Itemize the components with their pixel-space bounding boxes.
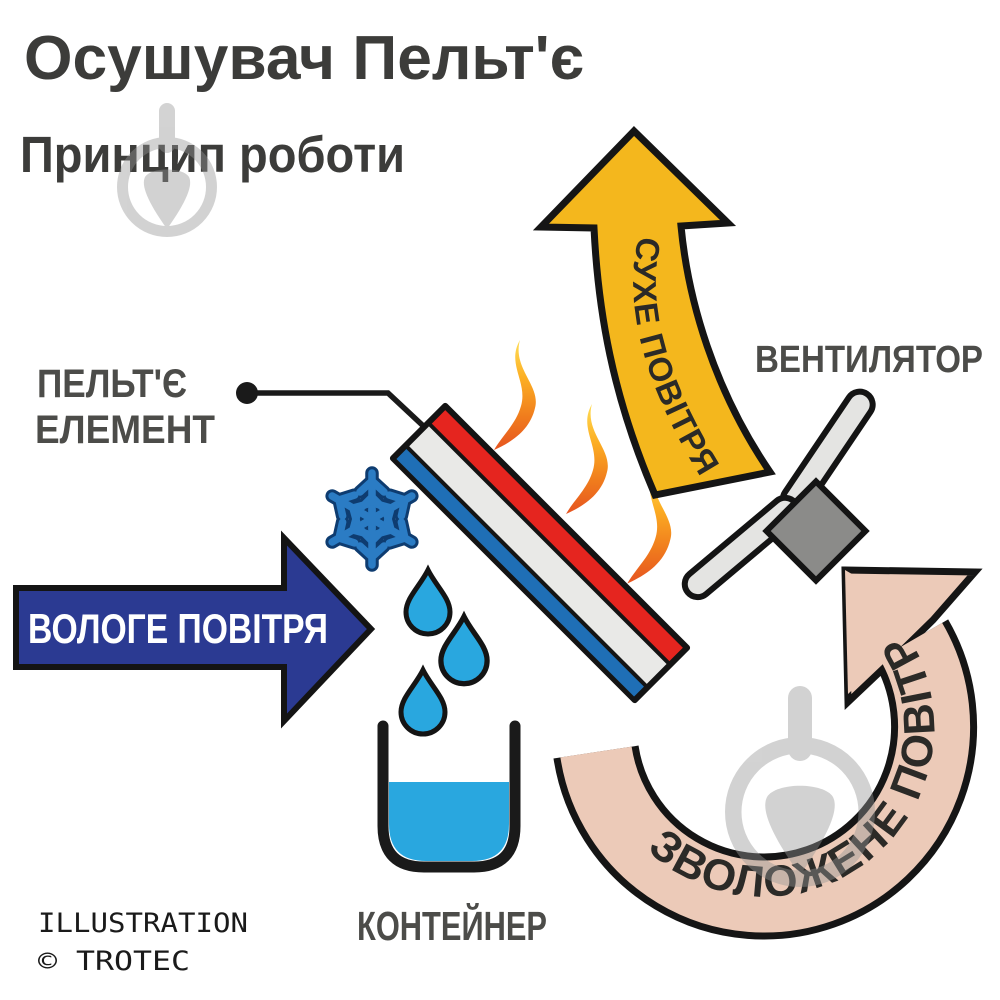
peltier-element xyxy=(389,402,691,704)
humid-air-arrow-label: ВОЛОГЕ ПОВІТРЯ xyxy=(28,605,328,652)
dry-air-arrow: СУХЕ ПОВІТРЯ xyxy=(532,126,776,499)
peltier-label-line2: ЕЛЕМЕНТ xyxy=(35,408,215,452)
water-drop-icon xyxy=(406,570,450,634)
water-drop-icon xyxy=(441,617,487,684)
credit-line2: © TROTEC xyxy=(38,946,190,977)
container-water xyxy=(389,782,509,861)
heat-wave-icon xyxy=(494,340,536,450)
credit-text: ILLUSTRATION © TROTEC xyxy=(38,908,248,977)
heat-wave-icon xyxy=(566,404,608,514)
fan-label: ВЕНТИЛЯТОР xyxy=(755,339,983,381)
humid-air-arrow: ВОЛОГЕ ПОВІТРЯ xyxy=(13,530,376,729)
credit-line1: ILLUSTRATION xyxy=(38,908,248,939)
peltier-hot-side xyxy=(431,410,683,662)
page-title: Осушувач Пельт'є xyxy=(24,24,584,93)
snowflake-icon xyxy=(325,466,419,572)
pointer-line xyxy=(236,382,436,439)
container-icon xyxy=(377,720,521,873)
peltier-element-label: ПЕЛЬТ'Є ЕЛЕМЕНТ xyxy=(35,362,215,452)
peltier-cold-side xyxy=(396,449,644,697)
container-label: КОНТЕЙНЕР xyxy=(357,903,547,949)
water-drop-icon xyxy=(401,670,445,734)
fan-icon xyxy=(681,388,876,601)
peltier-label-line1: ПЕЛЬТ'Є xyxy=(37,362,187,406)
watermark-logo-bottom xyxy=(733,686,867,879)
